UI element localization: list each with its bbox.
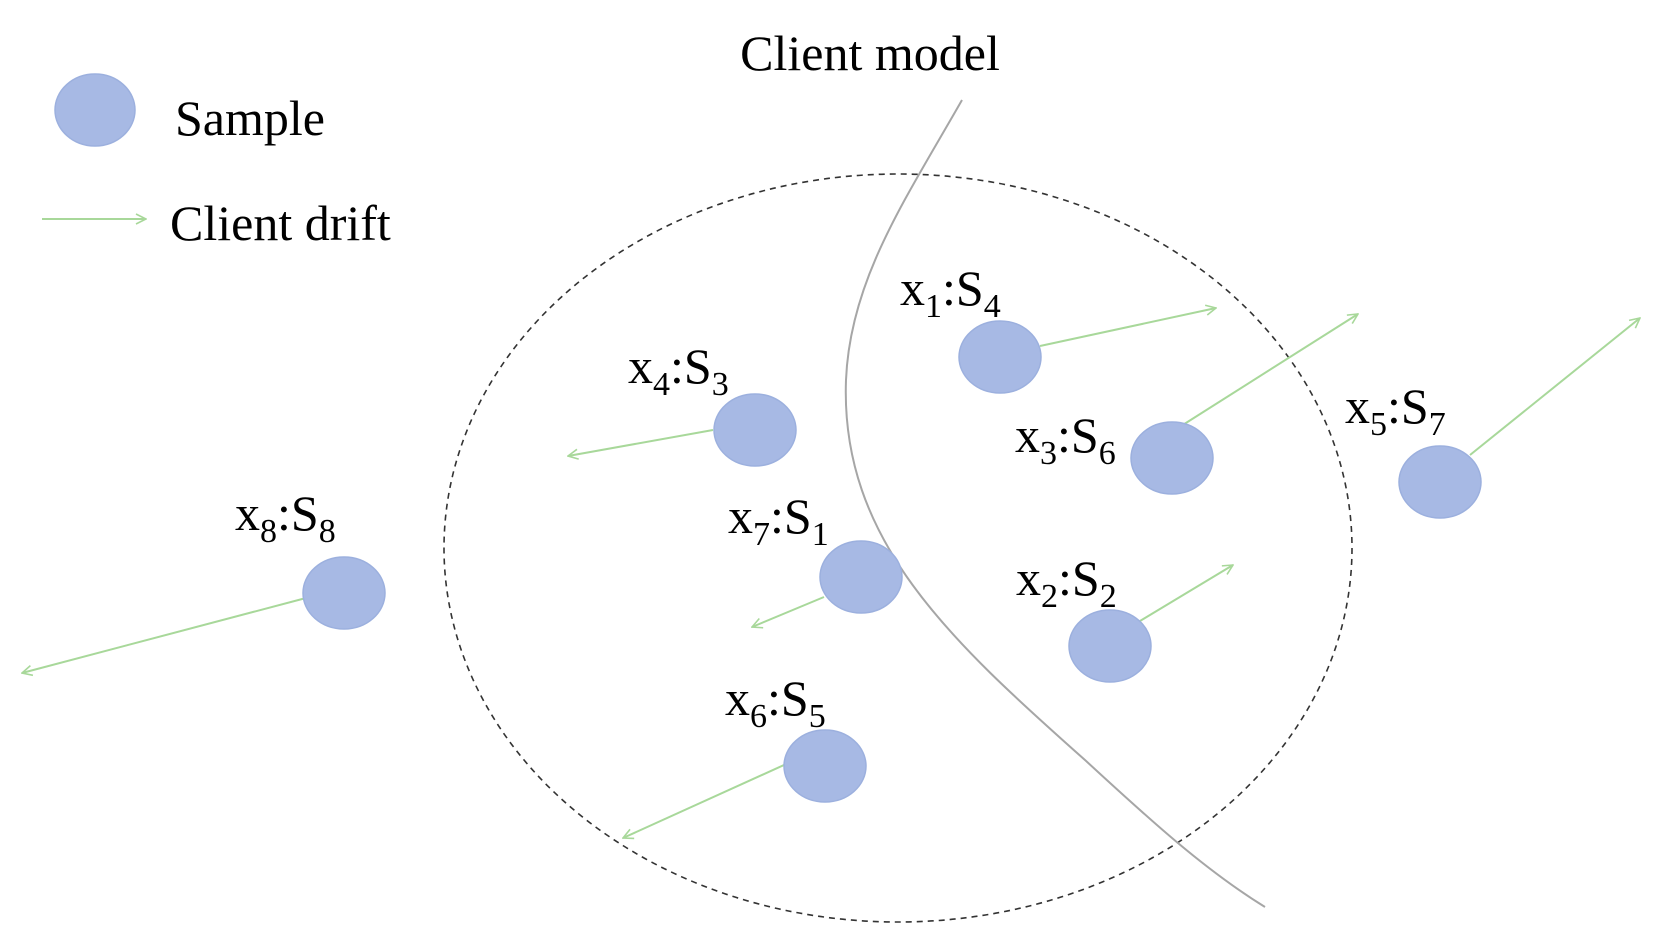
sample-x4: x4:S3: [568, 338, 797, 467]
sample-label-x2: x2:S2: [1016, 550, 1117, 615]
drift-arrow-x8: [22, 597, 307, 673]
sample-label-x3: x3:S6: [1015, 407, 1116, 472]
sample-label-x7: x7:S1: [728, 488, 829, 553]
sample-circle-x3: [1130, 421, 1214, 495]
sample-label-x4: x4:S3: [628, 338, 729, 403]
sample-circle-x2: [1068, 609, 1152, 683]
sample-circle-x8: [302, 556, 386, 630]
sample-label-x1: x1:S4: [900, 260, 1001, 325]
legend-drift-label: Client drift: [170, 195, 391, 251]
drift-arrow-x4: [568, 429, 714, 456]
sample-x6: x6:S5: [623, 670, 867, 838]
diagram-title: Client model: [740, 25, 1000, 81]
sample-x3: x3:S6: [1015, 314, 1358, 495]
sample-circle-x4: [713, 393, 797, 467]
sample-label-x8: x8:S8: [235, 485, 336, 550]
legend-sample-icon: [54, 73, 136, 147]
legend-sample-label: Sample: [175, 90, 325, 146]
drift-arrow-x1: [1039, 308, 1216, 347]
drift-arrow-x7: [752, 596, 825, 627]
sample-x1: x1:S4: [900, 260, 1216, 394]
sample-circle-x1: [958, 320, 1042, 394]
sample-circle-x6: [783, 729, 867, 803]
sample-label-x6: x6:S5: [725, 670, 826, 735]
drift-arrow-x5: [1469, 318, 1640, 456]
sample-x5: x5:S7: [1345, 318, 1640, 519]
sample-x7: x7:S1: [728, 488, 903, 627]
sample-circle-x5: [1398, 445, 1482, 519]
drift-arrow-x6: [623, 759, 796, 838]
drift-arrow-x3: [1177, 314, 1358, 429]
client-model-boundary-curve: [844, 99, 1266, 908]
sample-circle-x7: [819, 540, 903, 614]
sample-label-x5: x5:S7: [1345, 378, 1446, 443]
dashed-region-ellipse: [443, 173, 1353, 923]
drift-arrow-x2: [1139, 565, 1233, 622]
sample-x8: x8:S8: [22, 485, 386, 673]
sample-x2: x2:S2: [1016, 550, 1233, 683]
legend: Sample Client drift: [42, 73, 391, 251]
